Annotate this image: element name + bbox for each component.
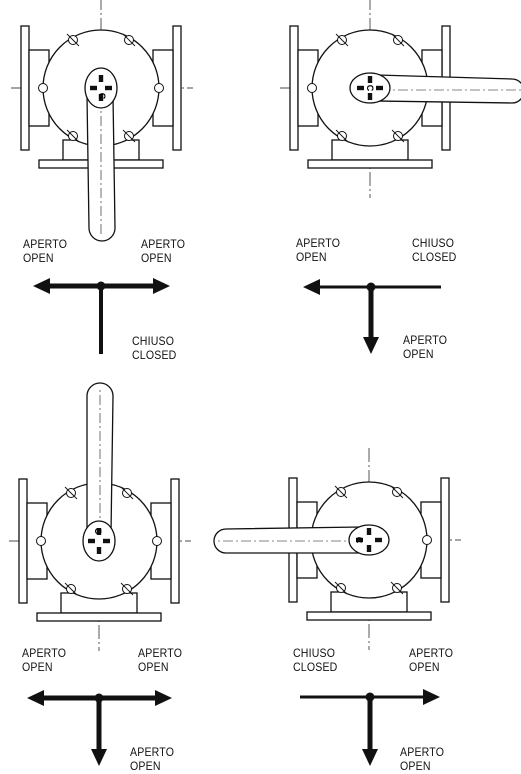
label-en: OPEN — [400, 759, 431, 773]
flow-arrows-top-left — [33, 278, 170, 354]
label-en: OPEN — [409, 660, 440, 674]
handle-mark: C — [97, 93, 107, 100]
label-en: OPEN — [403, 347, 434, 361]
lever-hub — [349, 72, 391, 104]
label-en: OPEN — [138, 660, 169, 674]
stem-cross-icon — [88, 528, 110, 554]
stem-cross-icon — [356, 528, 382, 552]
label-it: APERTO — [22, 646, 67, 660]
label-it: APERTO — [138, 646, 183, 660]
handle-mark: C — [354, 537, 364, 544]
label-en: OPEN — [22, 660, 53, 674]
stem-cross-icon — [90, 75, 112, 101]
label-it: APERTO — [296, 236, 341, 250]
label-it: CHIUSO — [132, 334, 175, 348]
label-bottom-port: APERTO OPEN — [130, 745, 174, 773]
valve-bottom-right: C — [213, 448, 461, 650]
lever-hub — [84, 67, 118, 109]
label-it: APERTO — [400, 745, 445, 759]
label-right-port: APERTO OPEN — [141, 237, 185, 265]
label-it: APERTO — [23, 237, 68, 251]
label-it: APERTO — [403, 333, 448, 347]
label-en: OPEN — [296, 250, 327, 264]
label-bottom-port: CHIUSO CLOSED — [132, 334, 176, 362]
label-left-port: APERTO OPEN — [296, 236, 340, 264]
label-it: APERTO — [141, 237, 186, 251]
stem-cross-icon — [357, 76, 383, 100]
lever-handle — [213, 526, 362, 554]
label-left-port: APERTO OPEN — [23, 237, 67, 265]
label-en: OPEN — [23, 251, 54, 265]
flow-arrows-top-right — [303, 279, 441, 354]
label-it: APERTO — [130, 745, 175, 759]
label-en: OPEN — [130, 759, 161, 773]
label-it: CHIUSO — [293, 646, 336, 660]
label-bottom-port: APERTO OPEN — [403, 333, 447, 361]
label-en: OPEN — [141, 251, 172, 265]
label-left-port: CHIUSO CLOSED — [293, 646, 337, 674]
handle-mark: C — [93, 528, 103, 535]
label-en: CLOSED — [412, 250, 457, 264]
label-it: APERTO — [409, 646, 454, 660]
valve-top-left: C — [11, 0, 193, 242]
label-bottom-port: APERTO OPEN — [400, 745, 444, 773]
lever-hub — [348, 524, 390, 556]
label-it: CHIUSO — [412, 236, 455, 250]
lever-handle — [377, 74, 521, 104]
lever-handle — [86, 95, 116, 242]
handle-mark: C — [365, 85, 375, 92]
valve-bottom-left: C — [9, 382, 191, 651]
valve-top-right: C — [280, 0, 521, 198]
lever-hub — [82, 520, 116, 562]
label-right-port: CHIUSO CLOSED — [412, 236, 456, 264]
flow-arrows-bottom-right — [300, 689, 440, 766]
label-en: CLOSED — [132, 348, 177, 362]
label-right-port: APERTO OPEN — [138, 646, 182, 674]
label-en: CLOSED — [293, 660, 338, 674]
label-left-port: APERTO OPEN — [22, 646, 66, 674]
flow-arrows-bottom-left — [27, 690, 172, 766]
label-right-port: APERTO OPEN — [409, 646, 453, 674]
